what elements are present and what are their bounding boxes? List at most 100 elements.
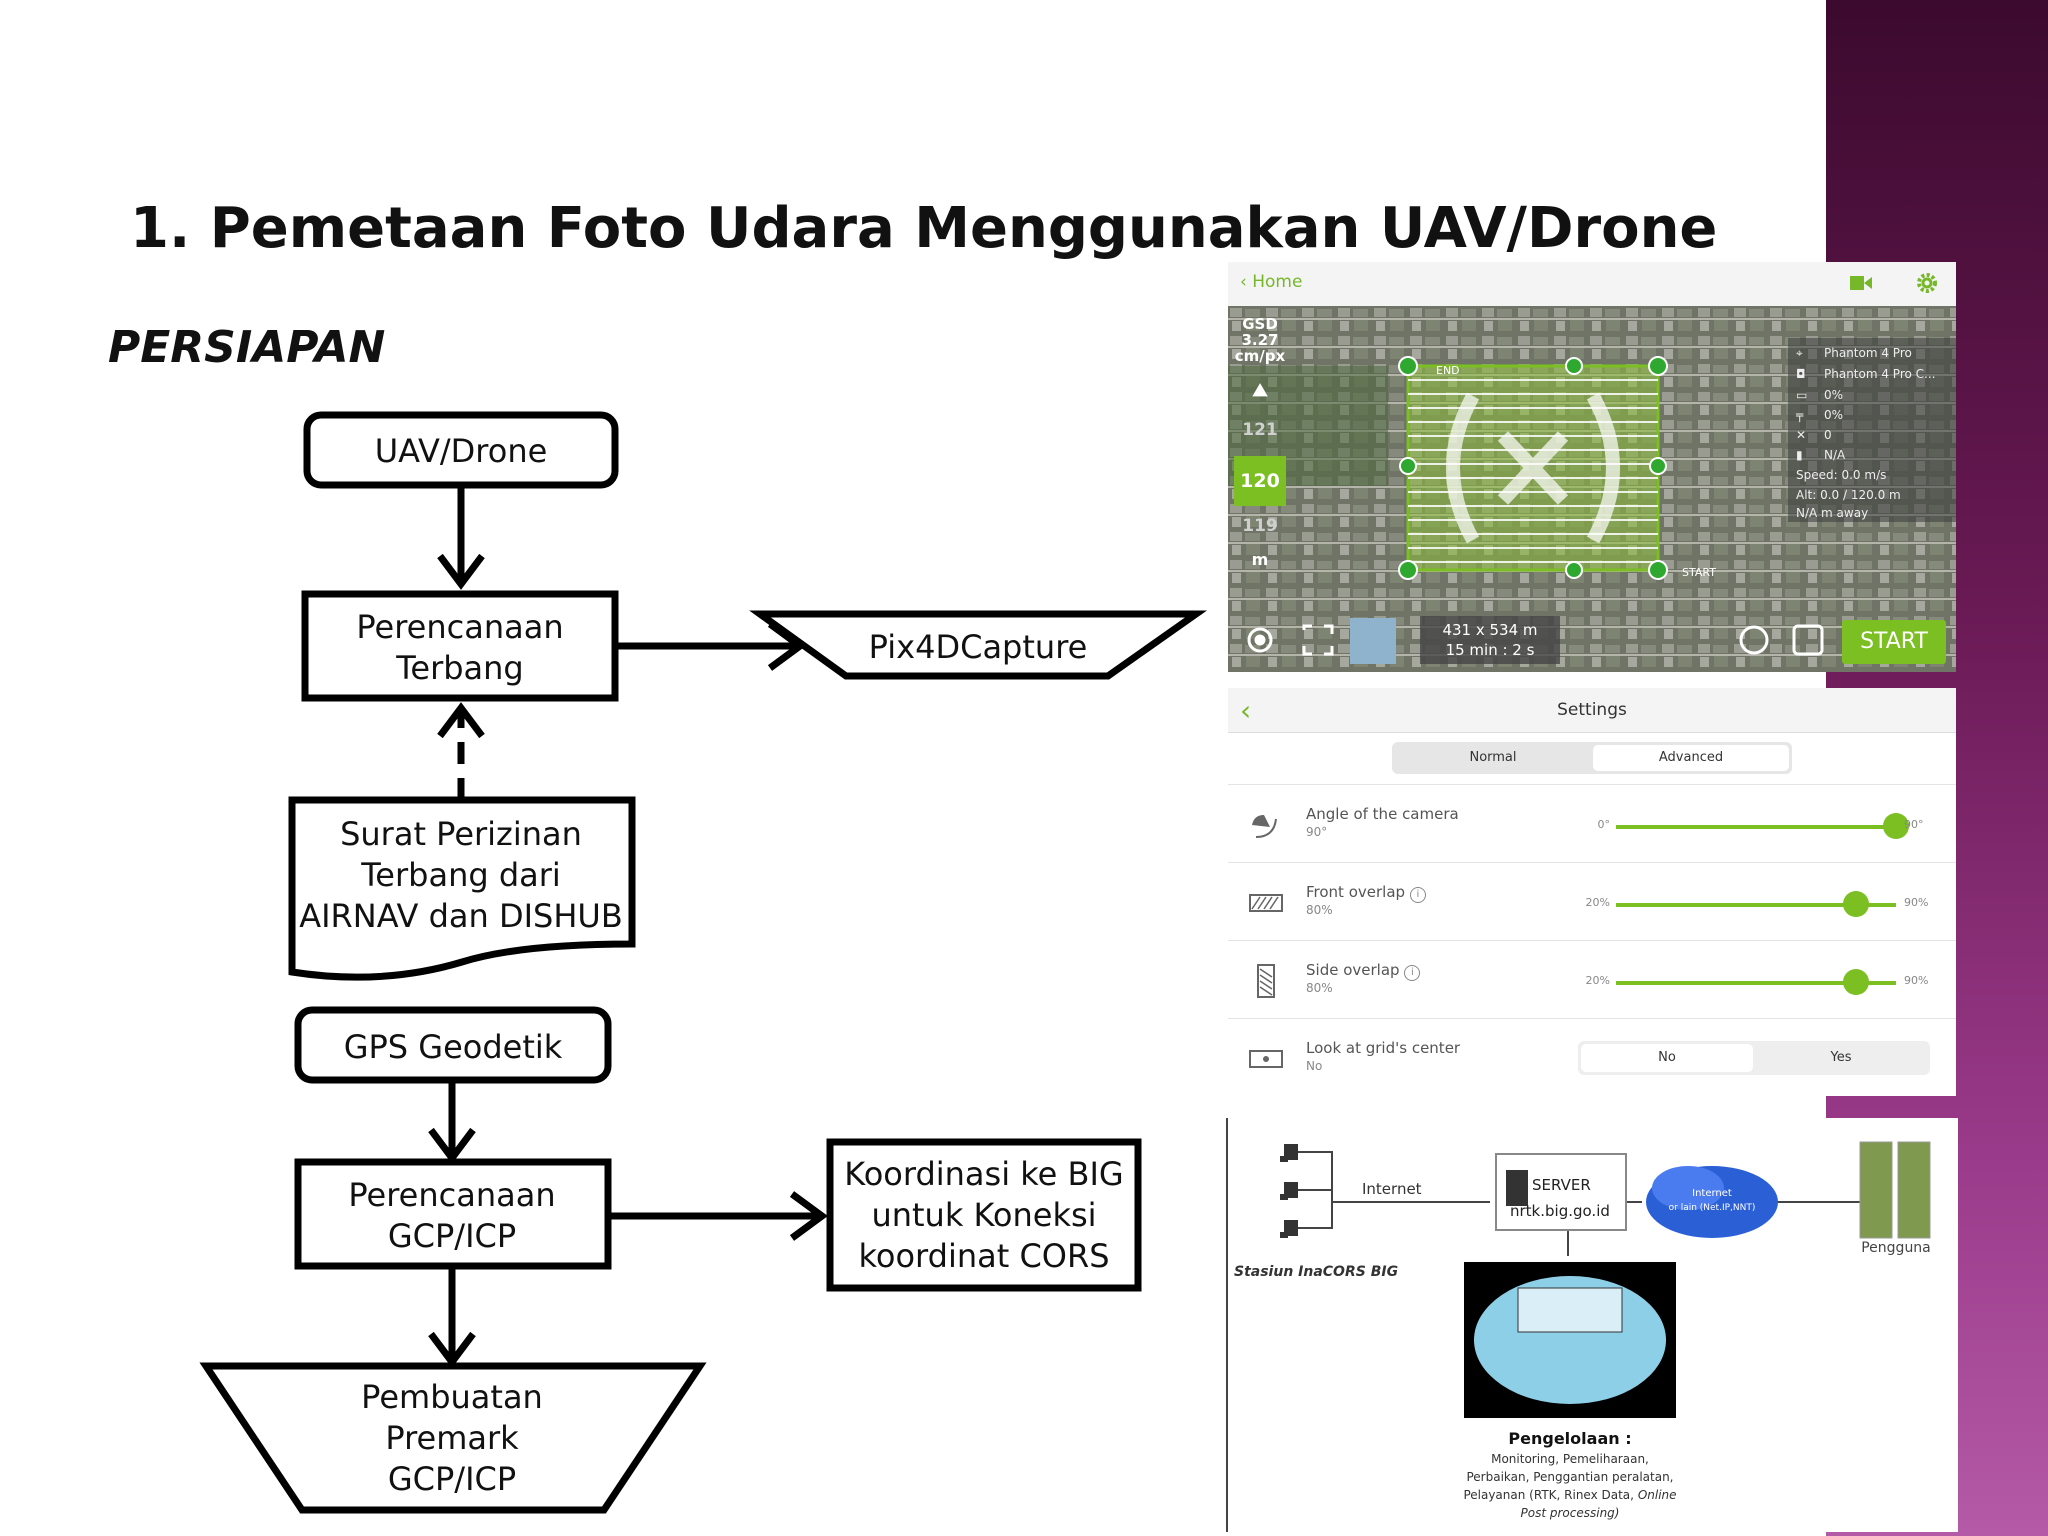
cloud-label-2: or lain (Net.IP,NNT) xyxy=(1669,1203,1756,1213)
uav-node xyxy=(303,411,619,489)
slide-title: 1. Pemetaan Foto Udara Menggunakan UAV/D… xyxy=(130,196,1718,261)
stations-label: Stasiun InaCORS BIG xyxy=(1234,1264,1398,1280)
fullscreen-icon[interactable] xyxy=(1302,624,1334,656)
altitude-below[interactable]: 119 xyxy=(1242,516,1278,536)
map-type-icon[interactable] xyxy=(1350,618,1396,664)
antenna-icon: ⌖ xyxy=(1796,346,1803,360)
big-label-1: Koordinasi ke BIG xyxy=(844,1155,1123,1193)
premark-node xyxy=(199,1362,707,1514)
server-label: SERVER xyxy=(1532,1176,1591,1194)
flight-planning-node xyxy=(301,590,619,702)
camera-angle-slider[interactable] xyxy=(1616,825,1896,829)
camera-angle-slider-knob[interactable] xyxy=(1883,813,1909,839)
arrowhead-gcp-to-premark xyxy=(428,1331,476,1368)
permit-document-node xyxy=(288,796,636,981)
chevron-left-icon: ‹ xyxy=(1240,272,1247,292)
server-host: nrtk.big.go.id xyxy=(1510,1202,1610,1220)
settings-screenshot: ‹ Settings Normal Advanced Angle of the … xyxy=(1228,688,1956,1096)
altitude-current[interactable]: 120 xyxy=(1234,456,1286,506)
video-camera-icon[interactable] xyxy=(1850,274,1872,292)
grid-center-row: Look at grid's center No No Yes xyxy=(1228,1018,1956,1097)
grid-center-toggle: No Yes xyxy=(1578,1041,1930,1075)
settings-title: Settings xyxy=(1557,700,1627,720)
info-icon[interactable]: i xyxy=(1409,887,1426,903)
toggle-yes[interactable]: Yes xyxy=(1830,1050,1852,1065)
big-label-2: untuk Koneksi xyxy=(871,1196,1096,1234)
locate-icon[interactable] xyxy=(1247,627,1273,653)
side-overlap-label: Side overlap i xyxy=(1306,961,1421,981)
uav-label: UAV/Drone xyxy=(375,432,548,470)
side-overlap-slider-knob[interactable] xyxy=(1842,969,1869,995)
pix4d-node xyxy=(749,610,1208,680)
gps-node xyxy=(294,1006,612,1084)
permit-label-2: Terbang dari xyxy=(360,856,561,894)
arrowhead-permit-to-planning xyxy=(437,702,485,739)
user-photo-1 xyxy=(1859,1141,1893,1239)
info-icon[interactable]: i xyxy=(1404,965,1421,981)
server-icon xyxy=(1506,1170,1528,1206)
app-topbar: ‹ Home xyxy=(1228,262,1956,306)
front-overlap-label: Front overlap i xyxy=(1306,883,1426,903)
internet-label: Internet xyxy=(1362,1180,1422,1198)
flowchart: UAV/Drone Perencanaan Terbang Pix4DCaptu… xyxy=(199,411,1208,1514)
cloud-label-1: Internet xyxy=(1692,1188,1732,1199)
side-overlap-icon xyxy=(1257,964,1275,998)
start-marker-label: START xyxy=(1682,566,1716,579)
cors-station-icons xyxy=(1280,1144,1298,1238)
chevron-left-icon[interactable]: ‹ xyxy=(1240,694,1252,727)
gear-icon[interactable] xyxy=(1914,270,1940,296)
pix4d-app-screenshot: ‹ Home xyxy=(1228,262,1956,672)
front-overlap-slider[interactable] xyxy=(1616,903,1896,907)
front-overlap-slider-knob[interactable] xyxy=(1842,891,1869,917)
toggle-no[interactable]: No xyxy=(1581,1044,1753,1072)
altitude-above[interactable]: 121 xyxy=(1242,420,1278,440)
side-overlap-slider[interactable] xyxy=(1616,981,1896,985)
save-icon[interactable] xyxy=(1792,624,1824,656)
gsd-readout: GSD 3.27 cm/px xyxy=(1234,315,1286,365)
gcp-planning-label-1: Perencanaan xyxy=(348,1176,555,1214)
monitor-wall xyxy=(1517,1287,1623,1333)
management-line-1: Monitoring, Pemeliharaan, xyxy=(1491,1452,1649,1466)
grid-handles[interactable] xyxy=(1398,356,1668,580)
remote-icon: ╤ xyxy=(1796,408,1804,422)
management-title: Pengelolaan : xyxy=(1508,1429,1631,1448)
settings-mode-tabs: Normal Advanced xyxy=(1392,742,1792,774)
start-mission-button[interactable]: START xyxy=(1842,620,1946,664)
arrowhead-gcp-to-big xyxy=(789,1191,828,1241)
cloud-highlight xyxy=(1652,1166,1724,1210)
settings-header: ‹ Settings xyxy=(1228,688,1956,733)
premark-label-1: Pembuatan xyxy=(361,1378,543,1416)
users-label: Pengguna xyxy=(1861,1240,1931,1256)
altitude-toolbar: GSD 3.27 cm/px ⛰ 121 120 119 m xyxy=(1234,316,1286,606)
reset-icon[interactable] xyxy=(1739,625,1769,655)
permit-label-1: Surat Perizinan xyxy=(340,815,582,853)
permit-label-3: AIRNAV dan DISHUB xyxy=(299,897,623,935)
inacors-network-svg: Internet SERVER nrtk.big.go.id Internet … xyxy=(1234,1141,1931,1520)
camera-icon: ◘ xyxy=(1796,367,1806,381)
camera-angle-row: Angle of the camera 90° 0° 90° xyxy=(1228,784,1956,863)
side-overlap-row: Side overlap i 80% 20% 90% xyxy=(1228,940,1956,1019)
tab-normal[interactable]: Normal xyxy=(1469,750,1517,765)
end-marker-label: END xyxy=(1436,364,1460,377)
management-line-2: Perbaikan, Penggantian peralatan, xyxy=(1466,1470,1673,1484)
move-rotate-icon[interactable] xyxy=(1446,392,1620,544)
home-back-button[interactable]: ‹ Home xyxy=(1240,272,1302,292)
gcp-planning-node xyxy=(294,1158,612,1270)
flight-planning-label-2: Terbang xyxy=(395,649,523,687)
area-size-readout: 431 x 534 m 15 min : 2 s xyxy=(1420,616,1560,664)
pix4d-label: Pix4DCapture xyxy=(869,628,1088,666)
terrain-icon[interactable]: ⛰ xyxy=(1252,380,1268,401)
bottom-toolbar-icons xyxy=(1247,624,1824,656)
flight-planning-label-1: Perencanaan xyxy=(356,608,563,646)
altitude-unit: m xyxy=(1251,550,1269,569)
premark-label-3: GCP/ICP xyxy=(388,1460,516,1498)
tab-advanced[interactable]: Advanced xyxy=(1593,745,1789,771)
gcp-planning-label-2: GCP/ICP xyxy=(388,1217,516,1255)
satellite-icon: ✕ xyxy=(1796,428,1807,442)
home-label: Home xyxy=(1252,272,1303,292)
section-label: PERSIAPAN xyxy=(108,322,386,373)
drone-status-panel: ⌖ Phantom 4 Pro ◘ Phantom 4 Pro C... ▭ 0… xyxy=(1788,338,1956,522)
sd-card-icon: ▮ xyxy=(1796,448,1803,462)
user-photo-2 xyxy=(1897,1141,1931,1239)
management-line-4: Post processing) xyxy=(1521,1506,1620,1520)
